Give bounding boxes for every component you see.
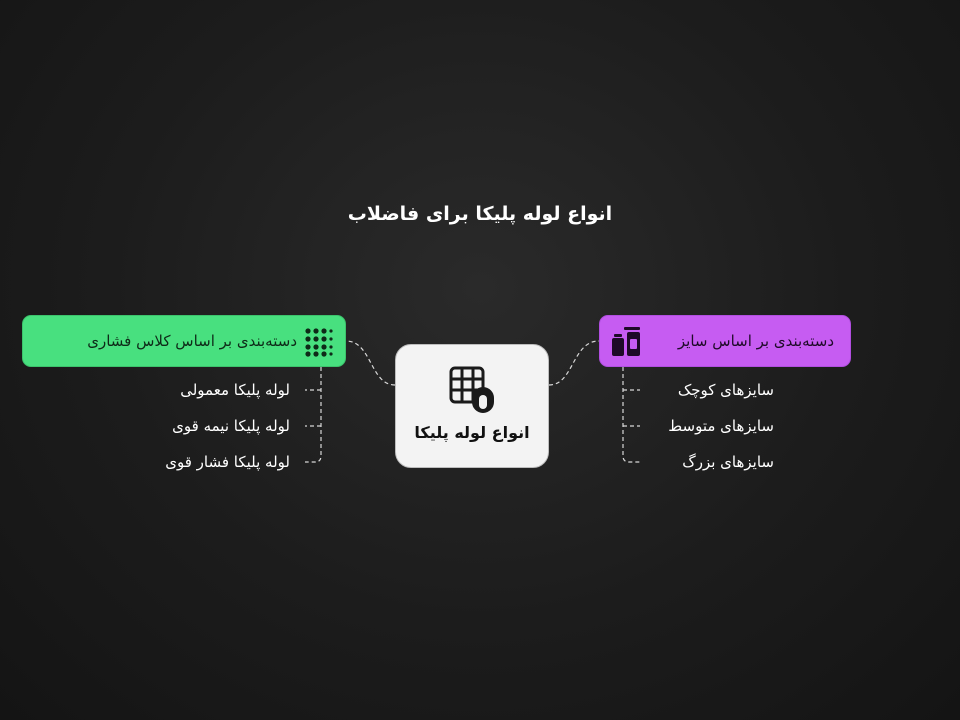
leaf-medium-sizes[interactable]: سایزهای متوسط — [668, 417, 774, 435]
connector-center-right — [548, 340, 600, 386]
center-node[interactable]: انواع لوله پلیکا — [395, 344, 549, 468]
branch-pressure-class[interactable]: دسته‌بندی بر اساس کلاس فشاری — [22, 315, 346, 367]
connector-left-trunk — [305, 367, 322, 463]
branch-size-label: دسته‌بندی بر اساس سایز — [677, 332, 834, 350]
leaf-large-sizes[interactable]: سایزهای بزرگ — [682, 453, 774, 471]
branch-size[interactable]: دسته‌بندی بر اساس سایز — [599, 315, 851, 367]
connector-right-trunk — [622, 367, 640, 463]
dot-grid-icon — [305, 328, 333, 357]
connector-center-left — [345, 340, 396, 386]
branch-pressure-class-label: دسته‌بندی بر اساس کلاس فشاری — [87, 332, 297, 350]
leaf-high-pressure-pipe[interactable]: لوله پلیکا فشار قوی — [165, 453, 290, 471]
center-label: انواع لوله پلیکا — [414, 423, 530, 442]
pipe-grid-icon — [449, 366, 494, 413]
leaf-semi-strong-pipe[interactable]: لوله پلیکا نیمه قوی — [172, 417, 290, 435]
containers-icon — [612, 327, 640, 356]
diagram-title: انواع لوله پلیکا برای فاضلاب — [347, 203, 613, 225]
leaf-normal-pipe[interactable]: لوله پلیکا معمولی — [180, 381, 290, 399]
leaf-small-sizes[interactable]: سایزهای کوچک — [677, 381, 774, 399]
